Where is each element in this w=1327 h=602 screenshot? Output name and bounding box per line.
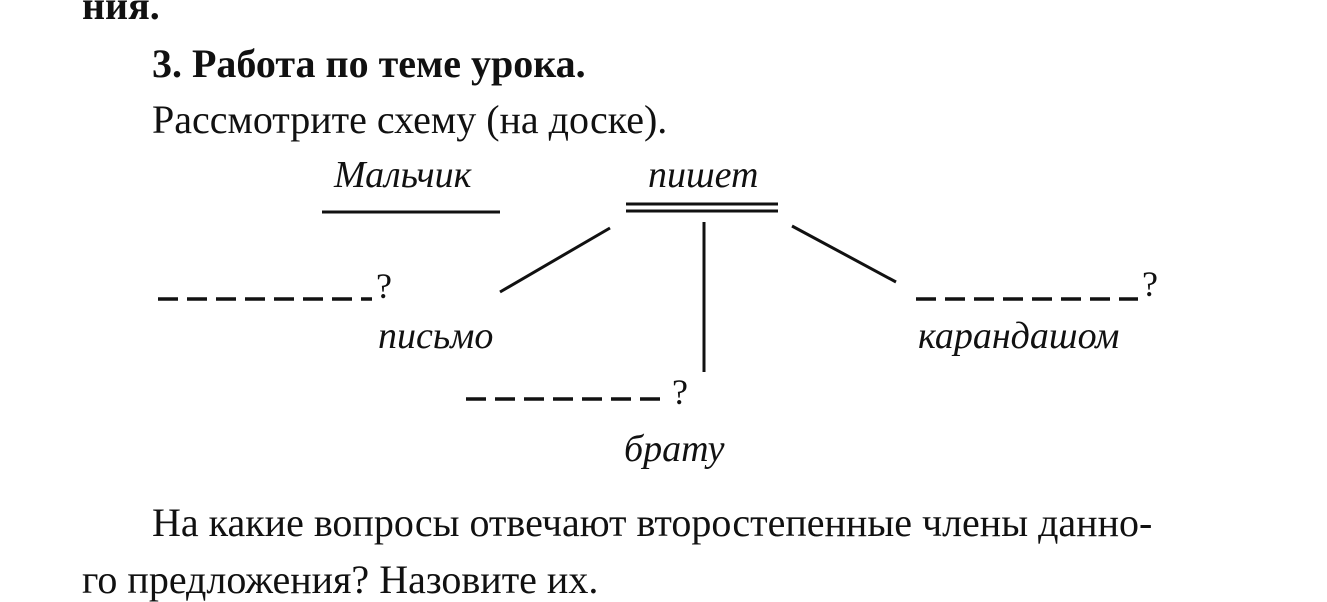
predicate-word: пишет [648, 154, 759, 196]
section-heading: 3. Работа по теме урока. [152, 41, 586, 86]
question-text-line1: На какие вопросы отвечают второстепенные… [152, 500, 1153, 545]
link-line-left [499, 226, 611, 294]
object-word-brother: брату [624, 428, 725, 470]
instruction-text: Рассмотрите схему (на доске). [152, 97, 668, 142]
question-mark-right: ? [1142, 264, 1158, 304]
subject-word: Мальчик [334, 154, 472, 196]
link-line-right [791, 224, 897, 284]
previous-line-fragment: ния. [82, 0, 160, 28]
object-word-pencil: карандашом [918, 315, 1120, 357]
question-text-line2: го предложения? Назовите их. [82, 557, 599, 602]
question-mark-bottom: ? [672, 372, 688, 412]
object-word-letter: письмо [378, 315, 494, 357]
question-mark-left: ? [376, 266, 392, 306]
